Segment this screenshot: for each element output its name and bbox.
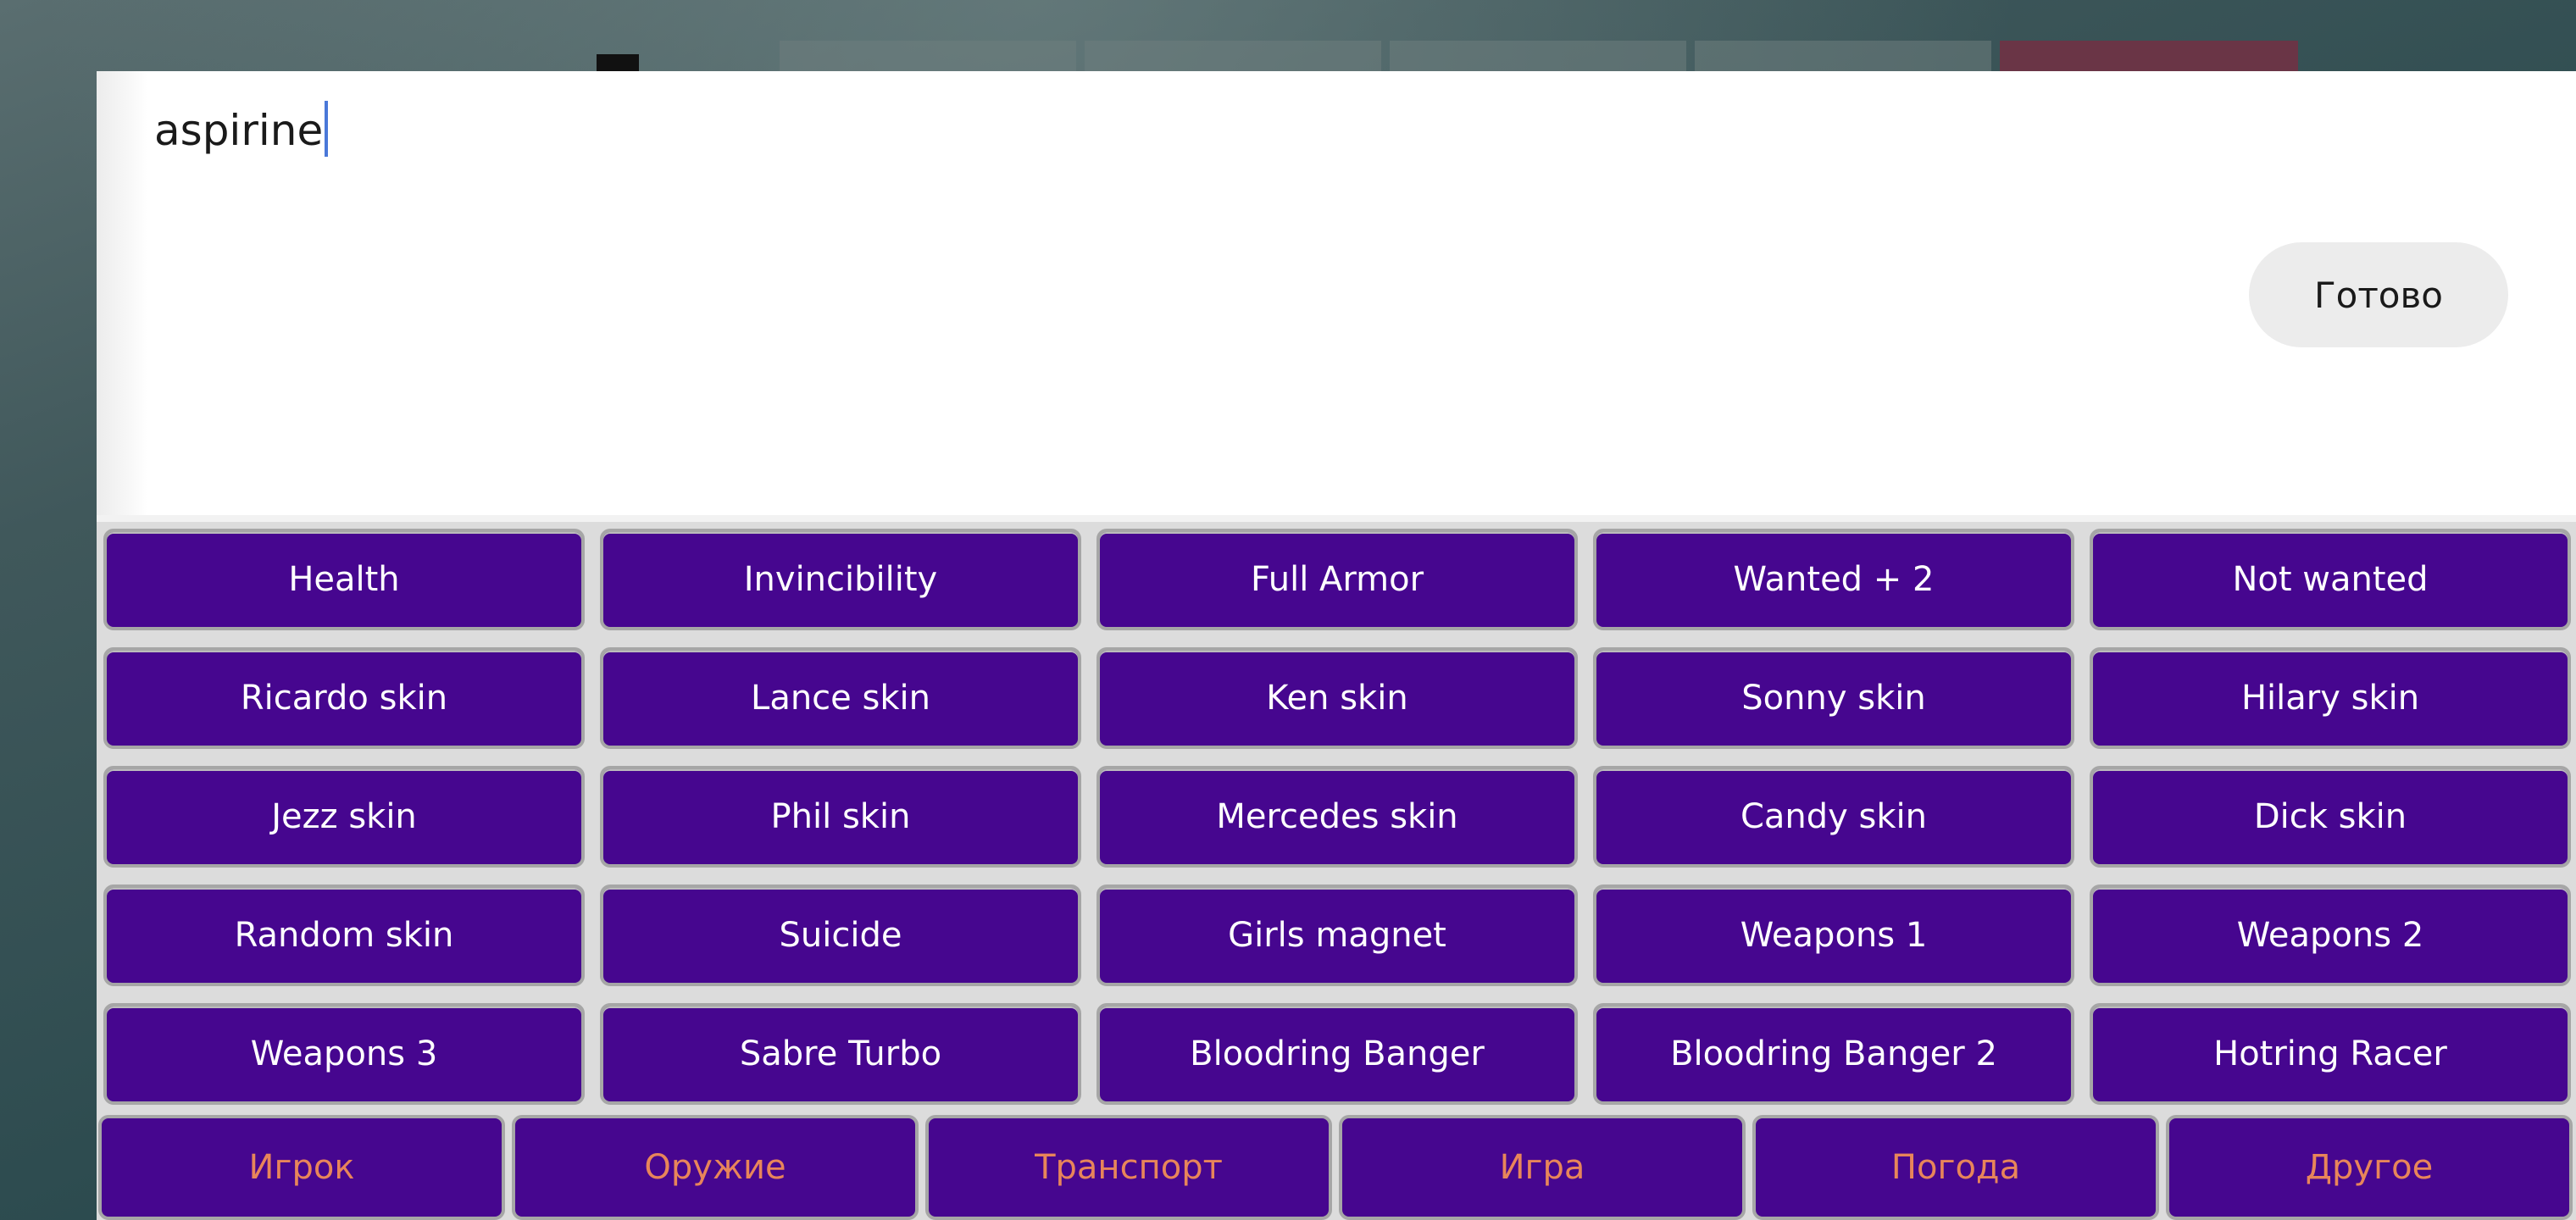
category-tab-game[interactable]: Игра	[1339, 1115, 1746, 1220]
cheat-button-phil-skin[interactable]: Phil skin	[600, 766, 1081, 868]
text-caret	[325, 101, 329, 157]
cheat-button-invincibility[interactable]: Invincibility	[600, 529, 1081, 630]
category-tab-transport[interactable]: Транспорт	[925, 1115, 1332, 1220]
category-tab-weather[interactable]: Погода	[1752, 1115, 2159, 1220]
cheat-button-hilary-skin[interactable]: Hilary skin	[2090, 647, 2571, 749]
cheat-button-sabre-turbo[interactable]: Sabre Turbo	[600, 1003, 1081, 1105]
cheat-code-input[interactable]: aspirine	[154, 88, 329, 173]
cheat-button-health[interactable]: Health	[103, 529, 585, 630]
cheat-button-weapons-2[interactable]: Weapons 2	[2090, 884, 2571, 986]
cheat-button-jezz-skin[interactable]: Jezz skin	[103, 766, 585, 868]
category-tab-player[interactable]: Игрок	[98, 1115, 505, 1220]
cheat-button-lance-skin[interactable]: Lance skin	[600, 647, 1081, 749]
cheat-button-wanted-plus-2[interactable]: Wanted + 2	[1593, 529, 2074, 630]
category-tab-other[interactable]: Другое	[2166, 1115, 2573, 1220]
cheat-button-mercedes-skin[interactable]: Mercedes skin	[1096, 766, 1578, 868]
background-hud-box	[2000, 41, 2298, 75]
cheat-menu: Health Invincibility Full Armor Wanted +…	[97, 522, 2576, 1220]
cheat-button-not-wanted[interactable]: Not wanted	[2090, 529, 2571, 630]
done-button[interactable]: Готово	[2249, 242, 2508, 347]
cheat-button-ricardo-skin[interactable]: Ricardo skin	[103, 647, 585, 749]
cheat-button-full-armor[interactable]: Full Armor	[1096, 529, 1578, 630]
cheat-button-girls-magnet[interactable]: Girls magnet	[1096, 884, 1578, 986]
cheat-button-sonny-skin[interactable]: Sonny skin	[1593, 647, 2074, 749]
cheat-button-weapons-1[interactable]: Weapons 1	[1593, 884, 2074, 986]
background-hud-box	[1085, 41, 1381, 75]
cheat-button-hotring-racer[interactable]: Hotring Racer	[2090, 1003, 2571, 1105]
cheat-button-suicide[interactable]: Suicide	[600, 884, 1081, 986]
cheat-grid: Health Invincibility Full Armor Wanted +…	[103, 529, 2576, 1105]
cheat-button-ken-skin[interactable]: Ken skin	[1096, 647, 1578, 749]
cheat-button-dick-skin[interactable]: Dick skin	[2090, 766, 2571, 868]
cheat-button-candy-skin[interactable]: Candy skin	[1593, 766, 2074, 868]
background-hud-box	[780, 41, 1076, 75]
category-bar: Игрок Оружие Транспорт Игра Погода Друго…	[98, 1115, 2576, 1220]
cheat-code-input-value: aspirine	[154, 106, 324, 155]
cheat-button-random-skin[interactable]: Random skin	[103, 884, 585, 986]
cheat-button-bloodring-banger[interactable]: Bloodring Banger	[1096, 1003, 1578, 1105]
text-entry-panel: aspirine Готово	[97, 71, 2576, 522]
background-hud-box	[1695, 41, 1991, 75]
cheat-button-weapons-3[interactable]: Weapons 3	[103, 1003, 585, 1105]
background-hud-box	[1390, 41, 1686, 75]
category-tab-weapons[interactable]: Оружие	[512, 1115, 919, 1220]
cheat-button-bloodring-banger-2[interactable]: Bloodring Banger 2	[1593, 1003, 2074, 1105]
